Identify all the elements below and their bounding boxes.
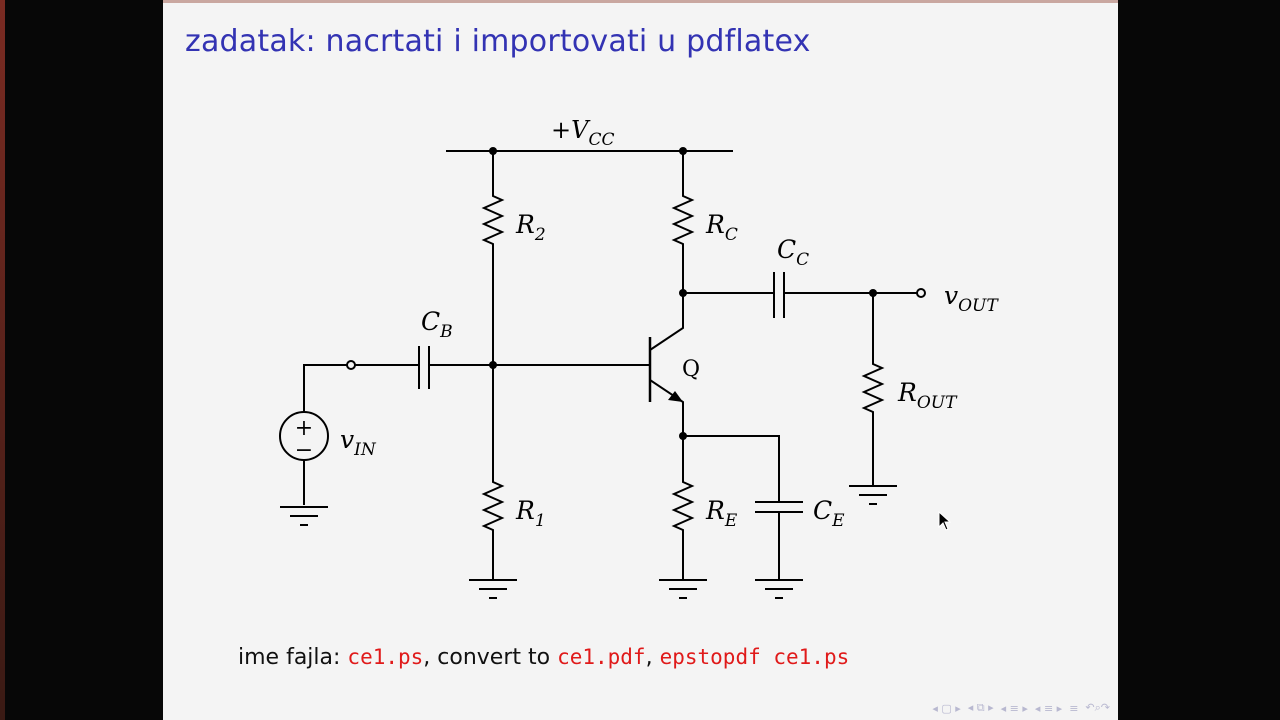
frame-icon[interactable]: ◂ ⧉ ▸ — [967, 701, 994, 714]
junction-dot — [679, 147, 687, 155]
label-rc: RC — [705, 210, 738, 245]
junction-dot — [679, 432, 687, 440]
junction-dot — [679, 289, 687, 297]
resistor-r1 — [481, 365, 505, 579]
emitter-wire — [683, 435, 780, 579]
input-terminal — [346, 360, 356, 370]
junction-dot — [869, 289, 877, 297]
source-vin — [279, 411, 329, 461]
label-vin: vIN — [340, 425, 377, 460]
label-cb: CB — [421, 307, 453, 342]
source-plus-sign: + — [295, 416, 313, 441]
ground-r1 — [469, 579, 517, 599]
caption-separator-1: , convert to — [423, 645, 558, 670]
label-cc: CC — [777, 235, 809, 270]
input-wire — [303, 364, 347, 505]
caption-file-pdf: ce1.pdf — [557, 645, 646, 669]
file-caption: ime fajla: ce1.ps, convert to ce1.pdf, e… — [238, 645, 849, 670]
label-q: Q — [682, 357, 700, 382]
junction-dot — [489, 147, 497, 155]
beamer-navigation-bar: ◂ ▢ ▸ ◂ ⧉ ▸ ◂ ≡ ▸ ◂ ≡ ▸ ≡ ↶⌕↷ — [932, 700, 1110, 716]
resistor-rc — [671, 151, 695, 293]
label-rout: ROUT — [897, 378, 958, 413]
circuit-diagram: + − +VCC R2 RC CC vOUT CB Q ROUT vIN R1 — [279, 116, 999, 599]
transistor-emitter-arrow — [668, 391, 683, 402]
caption-command: epstopdf ce1.ps — [659, 645, 850, 669]
mouse-cursor-icon — [938, 511, 952, 531]
caption-prefix: ime fajla: — [238, 645, 348, 670]
source-minus-sign: − — [295, 438, 313, 463]
back-icon[interactable]: ≡ — [1069, 701, 1079, 715]
window-left-edge — [0, 0, 5, 720]
label-vout: vOUT — [944, 281, 999, 316]
label-r2: R2 — [515, 210, 546, 245]
resistor-r2 — [481, 151, 505, 365]
ground-re — [659, 579, 707, 599]
resistor-rout — [861, 293, 885, 485]
junction-dot — [489, 361, 497, 369]
subsection-icon[interactable]: ◂ ≡ ▸ — [1034, 701, 1063, 715]
ground-ce — [755, 579, 803, 599]
first-icon[interactable]: ◂ ▢ ▸ — [932, 701, 961, 715]
section-icon[interactable]: ◂ ≡ ▸ — [1000, 701, 1028, 715]
label-vcc: +VCC — [551, 116, 614, 150]
transistor-emitter — [649, 379, 684, 436]
slide-title: zadatak: nacrtati i importovati u pdflat… — [185, 24, 811, 59]
slide-top-strip — [163, 0, 1118, 3]
caption-separator-2: , — [645, 645, 660, 670]
caption-file-ps: ce1.ps — [347, 645, 424, 669]
ground-vin — [280, 506, 328, 526]
label-ce: CE — [813, 496, 845, 531]
output-terminal — [916, 288, 926, 298]
label-re: RE — [705, 496, 738, 531]
transistor-collector — [649, 293, 684, 351]
resistor-re — [671, 436, 695, 579]
search-icon[interactable]: ↶⌕↷ — [1085, 701, 1110, 714]
slide: zadatak: nacrtati i importovati u pdflat… — [163, 0, 1118, 720]
label-r1: R1 — [515, 496, 546, 531]
ground-rout — [849, 485, 897, 505]
